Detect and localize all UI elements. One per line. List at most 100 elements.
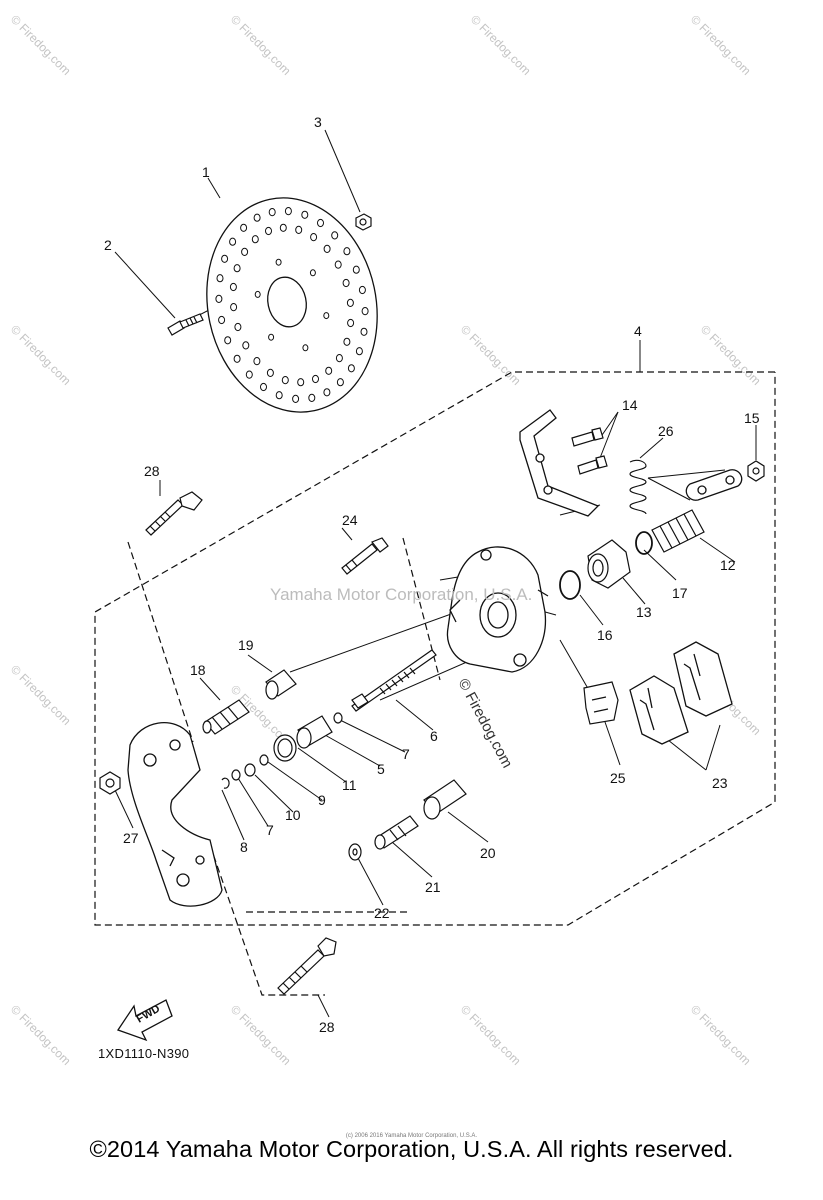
cover-part-13 (587, 539, 631, 589)
watermark-tile: © Firedog.com (698, 322, 764, 388)
callout-20: 20 (480, 845, 496, 861)
callout-1: 1 (202, 164, 210, 180)
watermark-tile: © Firedog.com (468, 12, 534, 78)
disc-hole (245, 370, 253, 379)
disc-hole (308, 393, 316, 402)
circlip-part-8 (221, 777, 230, 789)
disc-hole (343, 337, 351, 346)
disc-hole (216, 274, 224, 283)
disc-hole (347, 364, 355, 373)
watermark-tile: © Firedog.com (8, 662, 74, 728)
washers-and-seals (221, 712, 343, 789)
disc-hole (342, 278, 350, 288)
washer-part-7-upper (333, 712, 343, 724)
watermark-tile: © Firedog.com (228, 12, 294, 78)
callout-21: 21 (425, 879, 441, 895)
disc-hole (323, 244, 331, 253)
disc-hole (229, 237, 237, 246)
disc-hole (254, 290, 261, 298)
disc-hole (281, 376, 289, 385)
disc-hole (361, 307, 369, 316)
small-copyright: (c) 2006 2016 Yamaha Motor Corporation, … (345, 1133, 478, 1139)
forward-arrow: FWD (116, 999, 173, 1042)
callout-labels: 1 2 3 4 5 6 7 7 8 9 10 11 12 13 14 15 16… (104, 114, 760, 1035)
disc-hole (347, 318, 355, 328)
caliper-bracket-bolt-lower-part-28 (277, 937, 337, 995)
disc-hole (312, 374, 319, 384)
callout-27: 27 (123, 830, 139, 846)
disc-hole (279, 223, 287, 232)
watermark-tile: © Firedog.com (8, 1002, 74, 1068)
disc-hole (215, 294, 223, 303)
disc-hole (233, 354, 241, 363)
callout-25: 25 (610, 770, 626, 786)
disc-hole (265, 226, 272, 236)
bolt-part-21 (374, 815, 419, 850)
callout-18: 18 (190, 662, 206, 678)
callout-23: 23 (712, 775, 728, 791)
disc-hole (325, 366, 333, 375)
brake-disc-part-1 (206, 197, 378, 413)
callout-3: 3 (314, 114, 322, 130)
o-ring-part-9 (259, 754, 269, 766)
lever-arm (685, 469, 743, 501)
bushing-part-19 (265, 669, 297, 700)
nut-part-15 (747, 460, 765, 482)
disc-hole (268, 208, 276, 217)
disc-hole (352, 265, 360, 274)
callout-22: 22 (374, 905, 390, 921)
caliper-body (446, 546, 549, 673)
disc-hole (309, 269, 316, 277)
disc-hole (335, 354, 343, 363)
disc-hole (242, 341, 250, 350)
callout-26: 26 (658, 423, 674, 439)
callout-28-lower: 28 (319, 1019, 335, 1035)
brake-pads-part-23 (629, 641, 733, 745)
bolt-part-14-upper (571, 427, 604, 447)
lever-bracket (519, 409, 600, 517)
disc-hole (241, 247, 249, 256)
watermark-tile: © Firedog.com (458, 1002, 524, 1068)
disc-hole (251, 235, 259, 244)
callout-14: 14 (622, 397, 638, 413)
watermark-tile: © Firedog.com (688, 12, 754, 78)
callout-7-upper: 7 (402, 746, 410, 762)
o-ring-part-17 (635, 531, 653, 555)
callout-8: 8 (240, 839, 248, 855)
callout-19: 19 (238, 637, 254, 653)
caliper-bracket (127, 722, 223, 907)
callout-5: 5 (377, 761, 385, 777)
spring-part-26 (629, 459, 647, 515)
watermark-tile: © Firedog.com (688, 1002, 754, 1068)
disc-hole (360, 327, 368, 336)
disc-hole (295, 225, 303, 234)
disc-hole (323, 388, 331, 397)
bolt-part-14-lower (577, 455, 608, 475)
disc-hole (234, 322, 242, 332)
callout-2: 2 (104, 237, 112, 253)
disc-hole (317, 218, 324, 228)
callout-6: 6 (430, 728, 438, 744)
callout-13: 13 (636, 604, 652, 620)
disc-bolt-part-2 (167, 313, 204, 336)
disc-hole (218, 315, 226, 325)
caliper-bracket-bolt-upper-part-28 (145, 491, 203, 536)
disc-hole (221, 254, 229, 263)
washer-part-10 (244, 763, 256, 777)
copyright-notice: ©2014 Yamaha Motor Corporation, U.S.A. A… (89, 1136, 734, 1162)
o-ring-part-16 (559, 570, 581, 600)
watermark-tile: © Firedog.com (458, 322, 524, 388)
disc-hole (275, 391, 283, 400)
boot-part-12 (651, 509, 705, 553)
watermark-tile: © Firedog.com (8, 12, 74, 78)
washer-part-22 (348, 843, 362, 861)
disc-hole (224, 336, 232, 345)
callout-15: 15 (744, 410, 760, 426)
disc-hole (229, 282, 237, 292)
washer-part-7-lower (231, 769, 241, 781)
pin-bolt-part-24 (341, 537, 389, 575)
callout-24: 24 (342, 512, 358, 528)
disc-hole (323, 312, 330, 320)
